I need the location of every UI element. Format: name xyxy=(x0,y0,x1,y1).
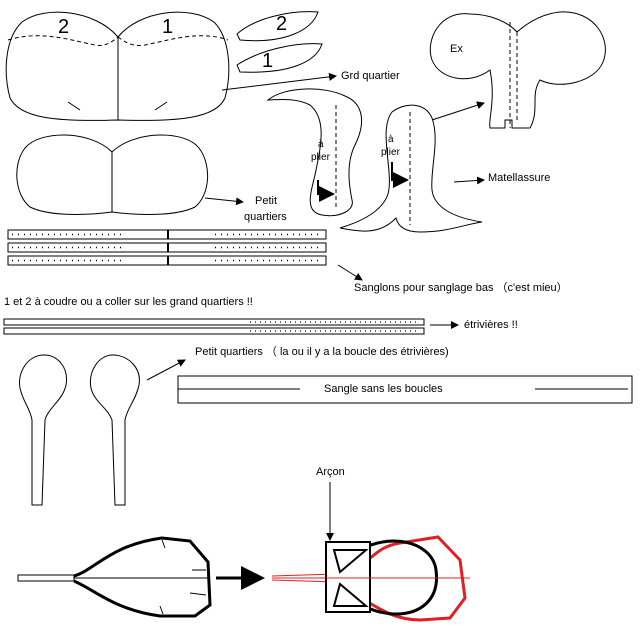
arcon-outline-before xyxy=(17,536,212,618)
piece-number-2-left: 2 xyxy=(58,16,70,38)
etrivieres-strips xyxy=(3,318,425,335)
petit-quartiers-label-line1: Petit xyxy=(255,195,278,207)
annotation-arrows xyxy=(146,72,485,381)
petit-quartier-left xyxy=(19,354,67,506)
sangle-strip xyxy=(177,375,633,404)
a-plier-label-2-top: à xyxy=(388,134,394,145)
grd-quartier-fold-piece xyxy=(266,88,363,217)
a-plier-label-2-bottom: plier xyxy=(381,147,400,158)
fold-arrow-2 xyxy=(391,162,409,188)
matelassure-piece xyxy=(339,104,483,233)
ex-label: Ex xyxy=(450,43,463,55)
ex-panel xyxy=(429,11,606,129)
piece-number-1-right: 1 xyxy=(162,16,174,38)
coudre-note: 1 et 2 à coudre ou a coller sur les gran… xyxy=(4,296,253,308)
piece-number-2-small: 2 xyxy=(276,13,288,35)
arcon-label: Arçon xyxy=(316,466,345,478)
a-plier-label-1-bottom: plier xyxy=(311,152,330,163)
petit-quartier-right xyxy=(89,354,140,506)
a-plier-label-1-top: à xyxy=(318,139,324,150)
grand-quartier-panel xyxy=(5,11,230,121)
sanglons-strips xyxy=(7,229,327,266)
arcon-outline-after xyxy=(271,535,470,622)
matelassure-label: Matellassure xyxy=(488,172,551,184)
sangle-label: Sangle sans les boucles xyxy=(324,383,443,395)
etrivieres-label: étrivières !! xyxy=(464,319,518,331)
grd-quartier-label: Grd quartier xyxy=(341,70,400,82)
piece-number-1-small: 1 xyxy=(262,50,274,72)
piece-1 xyxy=(236,43,323,73)
petit-quartiers-label-line2: quartiers xyxy=(244,211,287,223)
fold-arrow-1 xyxy=(317,180,335,202)
petit-quartier-panel xyxy=(16,134,209,215)
sanglons-label: Sanglons pour sanglage bas （c'est mieu） xyxy=(354,282,568,294)
petit-quartiers-boucle-label: Petit quartiers （ la ou il y a la boucle… xyxy=(195,346,449,358)
piece-2 xyxy=(236,11,319,42)
